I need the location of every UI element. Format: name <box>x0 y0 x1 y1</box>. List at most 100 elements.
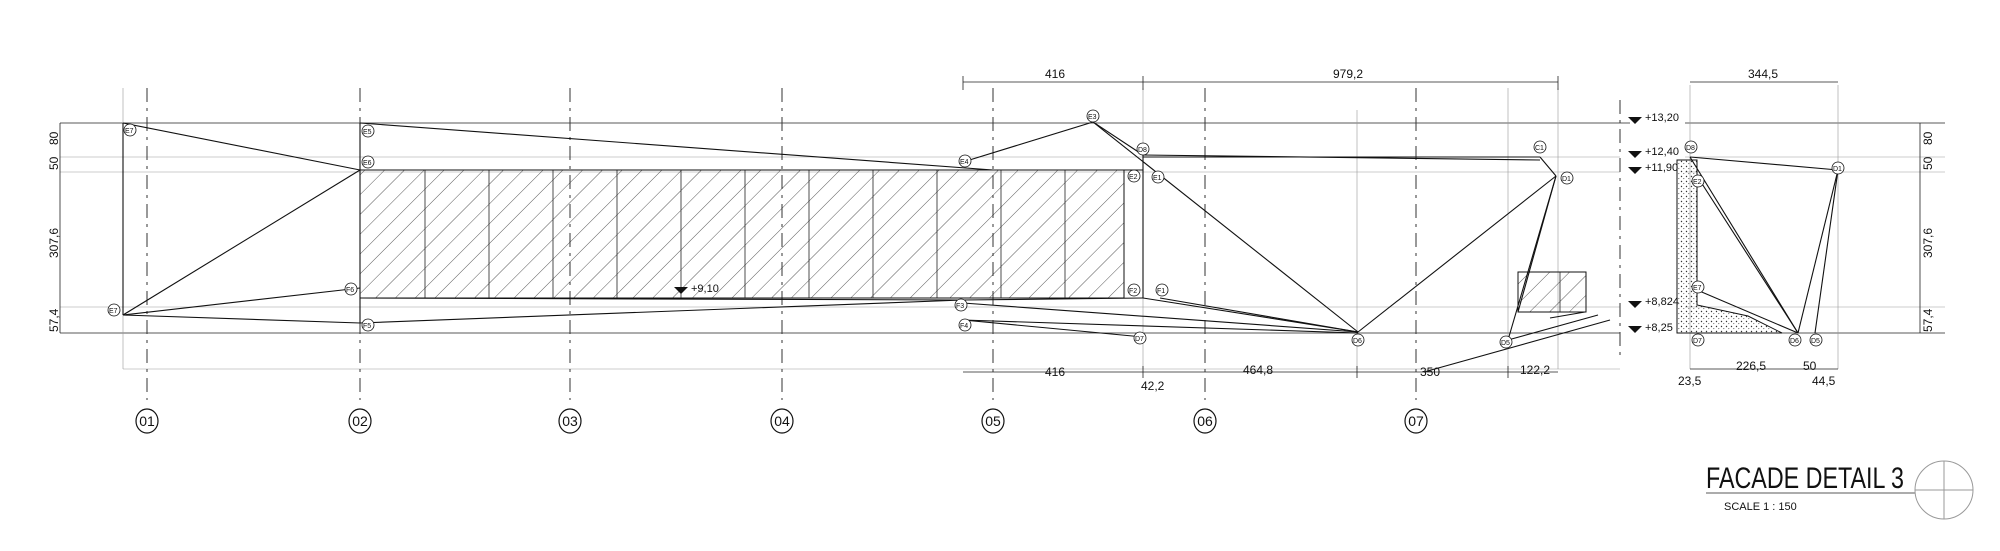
dim-right-50: 50 <box>1921 156 1935 170</box>
dim-top-b: 979,2 <box>1333 67 1363 81</box>
svg-text:07: 07 <box>1408 413 1424 429</box>
dim-section-50: 50 <box>1803 359 1817 373</box>
grid-bubble-02: 02 <box>348 408 372 434</box>
node-c1: C1 <box>1533 140 1547 154</box>
svg-text:E3: E3 <box>1088 114 1097 121</box>
level-1240: +12,40 <box>1645 146 1679 158</box>
level-910: +9,10 <box>691 283 719 295</box>
node-e6: E6 <box>361 155 375 169</box>
node-f3: F3 <box>954 298 968 312</box>
cross-section <box>1676 156 1839 334</box>
svg-text:E7: E7 <box>125 128 134 135</box>
node-f2: F2 <box>1127 283 1141 297</box>
svg-text:05: 05 <box>985 413 1001 429</box>
section-node-e7: E7 <box>1691 280 1705 294</box>
svg-text:06: 06 <box>1197 413 1213 429</box>
title-block: FACADE DETAIL 3 SCALE 1 : 150 <box>1706 460 1974 520</box>
dim-section-235: 23,5 <box>1678 374 1702 388</box>
level-8824: +8,824 <box>1645 296 1679 308</box>
grid-bubble-06: 06 <box>1193 408 1217 434</box>
node-d1: D1 <box>1560 171 1574 185</box>
svg-text:02: 02 <box>352 413 368 429</box>
svg-text:E7: E7 <box>1693 285 1702 292</box>
node-d6: D6 <box>1351 333 1365 347</box>
dim-section-2265: 226,5 <box>1736 359 1766 373</box>
dim-right-574: 57,4 <box>1921 308 1935 332</box>
section-node-d1: D1 <box>1831 161 1845 175</box>
dim-bottom-a: 416 <box>1045 365 1065 379</box>
section-node-d5: D5 <box>1809 333 1823 347</box>
svg-text:D7: D7 <box>1693 338 1702 345</box>
node-markers: E7 E5 E6 F6 F5 E7 E4 E3 D8 E2 E1 F2 F1 F… <box>107 109 1845 349</box>
svg-text:F5: F5 <box>363 323 371 330</box>
dim-bottom-b: 42,2 <box>1141 379 1165 393</box>
svg-text:D8: D8 <box>1138 147 1147 154</box>
drawing-title: FACADE DETAIL 3 <box>1706 462 1904 495</box>
node-d5: D5 <box>1499 335 1513 349</box>
dimension-lines <box>59 76 1921 378</box>
svg-text:D5: D5 <box>1501 340 1510 347</box>
drawing-scale: SCALE 1 : 150 <box>1724 501 1797 513</box>
grid-bubble-04: 04 <box>770 408 794 434</box>
svg-text:01: 01 <box>139 413 155 429</box>
svg-text:D1: D1 <box>1833 166 1842 173</box>
svg-text:F6: F6 <box>346 287 354 294</box>
dim-top-a: 416 <box>1045 67 1065 81</box>
grid-bubble-01: 01 <box>135 408 159 434</box>
svg-text:E2: E2 <box>1129 174 1138 181</box>
svg-text:E2: E2 <box>1693 179 1702 186</box>
grid-bubble-05: 05 <box>981 408 1005 434</box>
node-e4: E4 <box>958 154 972 168</box>
svg-text:F2: F2 <box>1129 288 1137 295</box>
section-node-d6: D6 <box>1788 333 1802 347</box>
dim-right-3076: 307,6 <box>1921 228 1935 258</box>
node-f6: F6 <box>344 282 358 296</box>
dim-section-top: 344,5 <box>1748 67 1778 81</box>
svg-text:D7: D7 <box>1135 336 1144 343</box>
grid-bubble-07: 07 <box>1404 408 1428 434</box>
svg-text:E5: E5 <box>363 129 372 136</box>
level-markers <box>674 117 1642 333</box>
svg-text:F3: F3 <box>956 303 964 310</box>
svg-text:D5: D5 <box>1811 338 1820 345</box>
dim-left-80: 80 <box>47 131 61 145</box>
level-1320: +13,20 <box>1645 112 1679 124</box>
section-node-e2: E2 <box>1691 174 1705 188</box>
svg-text:D8: D8 <box>1686 145 1695 152</box>
dim-left-50: 50 <box>47 156 61 170</box>
node-e7: E7 <box>123 123 137 137</box>
dim-left-3076: 307,6 <box>47 228 61 258</box>
dim-left-574: 57,4 <box>47 308 61 332</box>
node-f5: F5 <box>361 318 375 332</box>
section-node-d8: D8 <box>1684 140 1698 154</box>
dim-bottom-d: 350 <box>1420 365 1440 379</box>
node-e3: E3 <box>1086 109 1100 123</box>
node-f4: F4 <box>958 318 972 332</box>
node-e1: E1 <box>1151 170 1165 184</box>
node-d7: D7 <box>1133 331 1147 345</box>
section-node-d7: D7 <box>1691 333 1705 347</box>
svg-text:E1: E1 <box>1153 175 1162 182</box>
level-825: +8,25 <box>1645 322 1673 334</box>
compass-icon <box>1914 460 1974 520</box>
node-e7-left: E7 <box>107 303 121 317</box>
node-f1: F1 <box>1155 283 1169 297</box>
grid-bubble-03: 03 <box>558 408 582 434</box>
svg-text:F4: F4 <box>960 323 968 330</box>
svg-text:E7: E7 <box>109 308 118 315</box>
dim-section-445: 44,5 <box>1812 374 1836 388</box>
svg-text:D6: D6 <box>1790 338 1799 345</box>
svg-text:E4: E4 <box>960 159 969 166</box>
glazing-panel <box>359 169 1587 313</box>
svg-text:F1: F1 <box>1157 288 1165 295</box>
svg-text:C1: C1 <box>1535 145 1544 152</box>
node-d8: D8 <box>1136 142 1150 156</box>
svg-text:D1: D1 <box>1562 176 1571 183</box>
level-1190: +11,90 <box>1645 162 1678 174</box>
svg-text:D6: D6 <box>1353 338 1362 345</box>
frame-structure <box>122 121 1611 373</box>
svg-text:E6: E6 <box>363 160 372 167</box>
grid-bubbles: 01 02 03 04 05 06 07 <box>135 408 1428 434</box>
svg-text:04: 04 <box>774 413 790 429</box>
